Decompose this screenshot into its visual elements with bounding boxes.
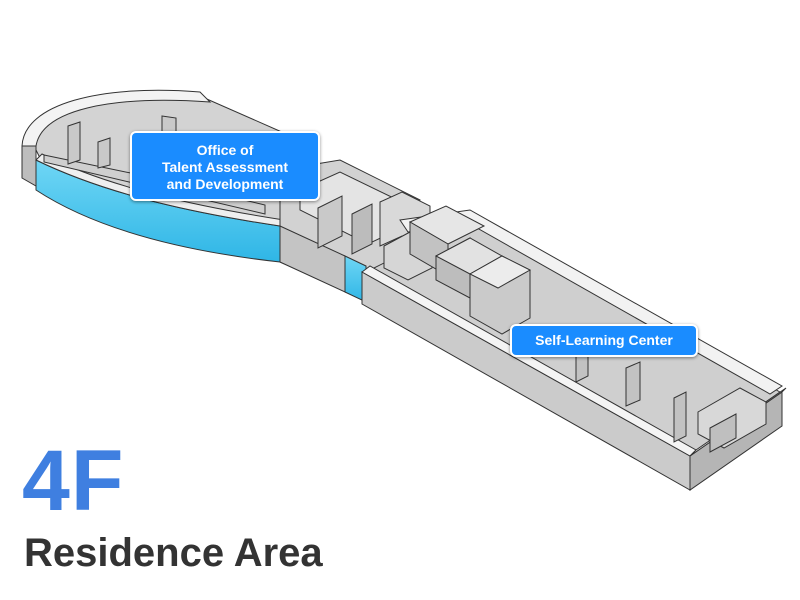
room-label-line: and Development [166,176,284,192]
wing-room-4-top [468,255,532,289]
area-name: Residence Area [24,531,323,575]
floor-number: 4F [22,433,125,529]
room-label-line: Talent Assessment [161,159,289,175]
oval-post-2 [97,137,111,169]
room-label-line: Office of [196,142,254,158]
middle-room-wall-c [351,203,373,255]
right-wing-back-wall-top [399,209,783,395]
column-2 [625,361,641,407]
middle-room-wall-b [317,195,343,249]
oval-outer-wall-face [21,145,37,187]
room-label-self-learning-center: Self-Learning Center [510,324,698,357]
oval-post-1 [67,121,81,165]
column-3 [673,391,687,443]
oval-outer-wall-top [21,89,212,147]
end-room-b [709,413,737,453]
room-label-talent-assessment: Office of Talent Assessment and Developm… [130,131,320,201]
